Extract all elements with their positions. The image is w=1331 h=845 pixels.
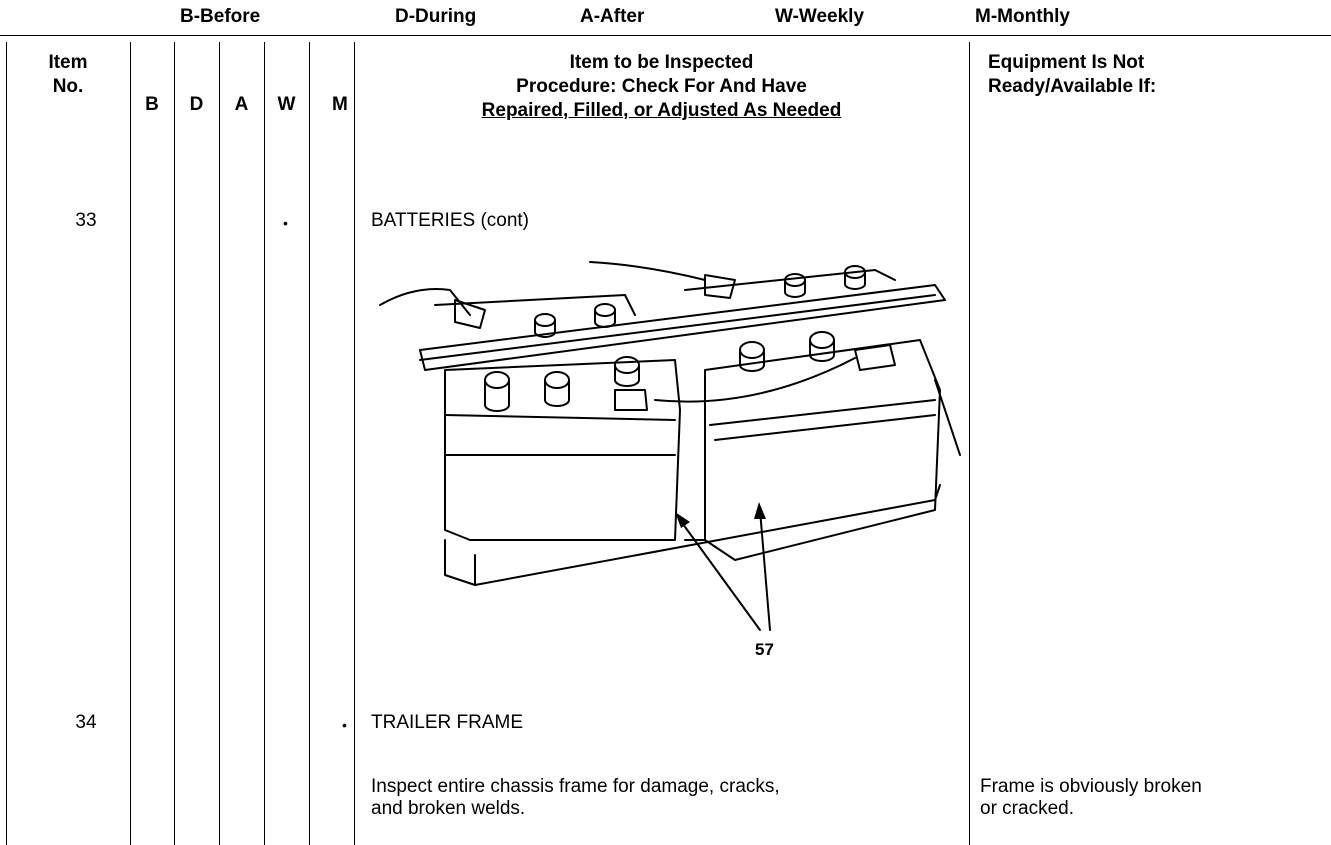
right-battery-band: [709, 399, 936, 426]
callout-arrow: [759, 509, 771, 631]
header-item-no-line1: Item: [48, 52, 88, 73]
left-battery-band: [444, 414, 676, 421]
not-ready-line1: Frame is obviously broken: [980, 776, 1202, 797]
battery-cable: [589, 261, 706, 281]
cap: [809, 331, 835, 362]
grid-line: [174, 42, 175, 845]
cap: [844, 265, 866, 290]
legend-before: B-Before: [180, 6, 261, 27]
item-number: 33: [75, 210, 97, 231]
procedure-text: Inspect entire chassis frame for damage,…: [371, 776, 780, 820]
weekly-mark: •: [283, 215, 288, 231]
monthly-mark: •: [342, 717, 347, 733]
battery-tray: [444, 484, 941, 586]
header-not-ready-line1: Equipment Is Not: [988, 52, 1145, 73]
left-battery-body: [444, 359, 681, 541]
legend-weekly: W-Weekly: [775, 6, 865, 27]
right-battery-band: [714, 414, 936, 441]
legend-after: A-After: [580, 6, 645, 27]
header-procedure-line3: Repaired, Filled, or Adjusted As Needed: [481, 100, 842, 121]
terminal-clamp: [854, 344, 896, 371]
arrow-head: [675, 512, 690, 528]
terminal-clamp: [454, 299, 486, 329]
cap: [544, 371, 570, 407]
header-not-ready-line2: Ready/Available If:: [988, 76, 1157, 97]
side-rod: [934, 379, 961, 456]
legend-during: D-During: [395, 6, 477, 27]
procedure-line2: and broken welds.: [371, 798, 526, 819]
cap: [739, 341, 765, 372]
header-procedure-line1: Item to be Inspected: [569, 52, 754, 73]
terminal-clamp: [614, 389, 648, 411]
header-col-m: M: [332, 94, 348, 115]
batteries-illustration: 57: [379, 261, 961, 659]
terminal-clamp: [704, 274, 736, 299]
hold-down-bar: [419, 284, 946, 371]
legend-rule: [0, 35, 1331, 36]
cap: [784, 273, 806, 298]
header-col-b: B: [145, 94, 159, 115]
procedure-line1: Inspect entire chassis frame for damage,…: [371, 776, 780, 797]
grid-line: [130, 42, 131, 845]
callout-label: 57: [755, 640, 774, 659]
header-col-d: D: [189, 94, 204, 115]
hold-down-bar: [419, 294, 936, 361]
item-number: 34: [75, 712, 97, 733]
header-procedure-line2: Procedure: Check For And Have: [516, 76, 807, 97]
grid-line: [219, 42, 220, 845]
item-title: BATTERIES (cont): [371, 210, 530, 231]
battery-top-edge: [434, 294, 636, 316]
cap: [614, 356, 640, 387]
header-item-no: Item No.: [6, 52, 130, 98]
item-title: TRAILER FRAME: [371, 712, 524, 733]
battery-top-edge: [684, 269, 896, 291]
grid-line: [969, 42, 970, 845]
grid-line: [6, 42, 7, 845]
not-ready-text: Frame is obviously broken or cracked.: [980, 776, 1202, 820]
battery-cable: [654, 357, 856, 403]
arrow-head: [754, 502, 766, 519]
header-procedure: Item to be Inspected Procedure: Check Fo…: [354, 52, 969, 122]
battery-cable: [379, 288, 471, 316]
header-item-no-line2: No.: [52, 76, 84, 97]
cap: [594, 303, 616, 328]
callout-arrow: [679, 519, 761, 631]
cap: [534, 313, 556, 338]
header-col-w: W: [277, 94, 296, 115]
header-col-a: A: [234, 94, 249, 115]
grid-line: [264, 42, 265, 845]
cap: [484, 371, 510, 412]
not-ready-line2: or cracked.: [980, 798, 1074, 819]
grid-line: [309, 42, 310, 845]
legend-monthly: M-Monthly: [975, 6, 1070, 27]
header-not-ready: Equipment Is Not Ready/Available If:: [988, 52, 1156, 98]
grid-line: [354, 42, 355, 845]
